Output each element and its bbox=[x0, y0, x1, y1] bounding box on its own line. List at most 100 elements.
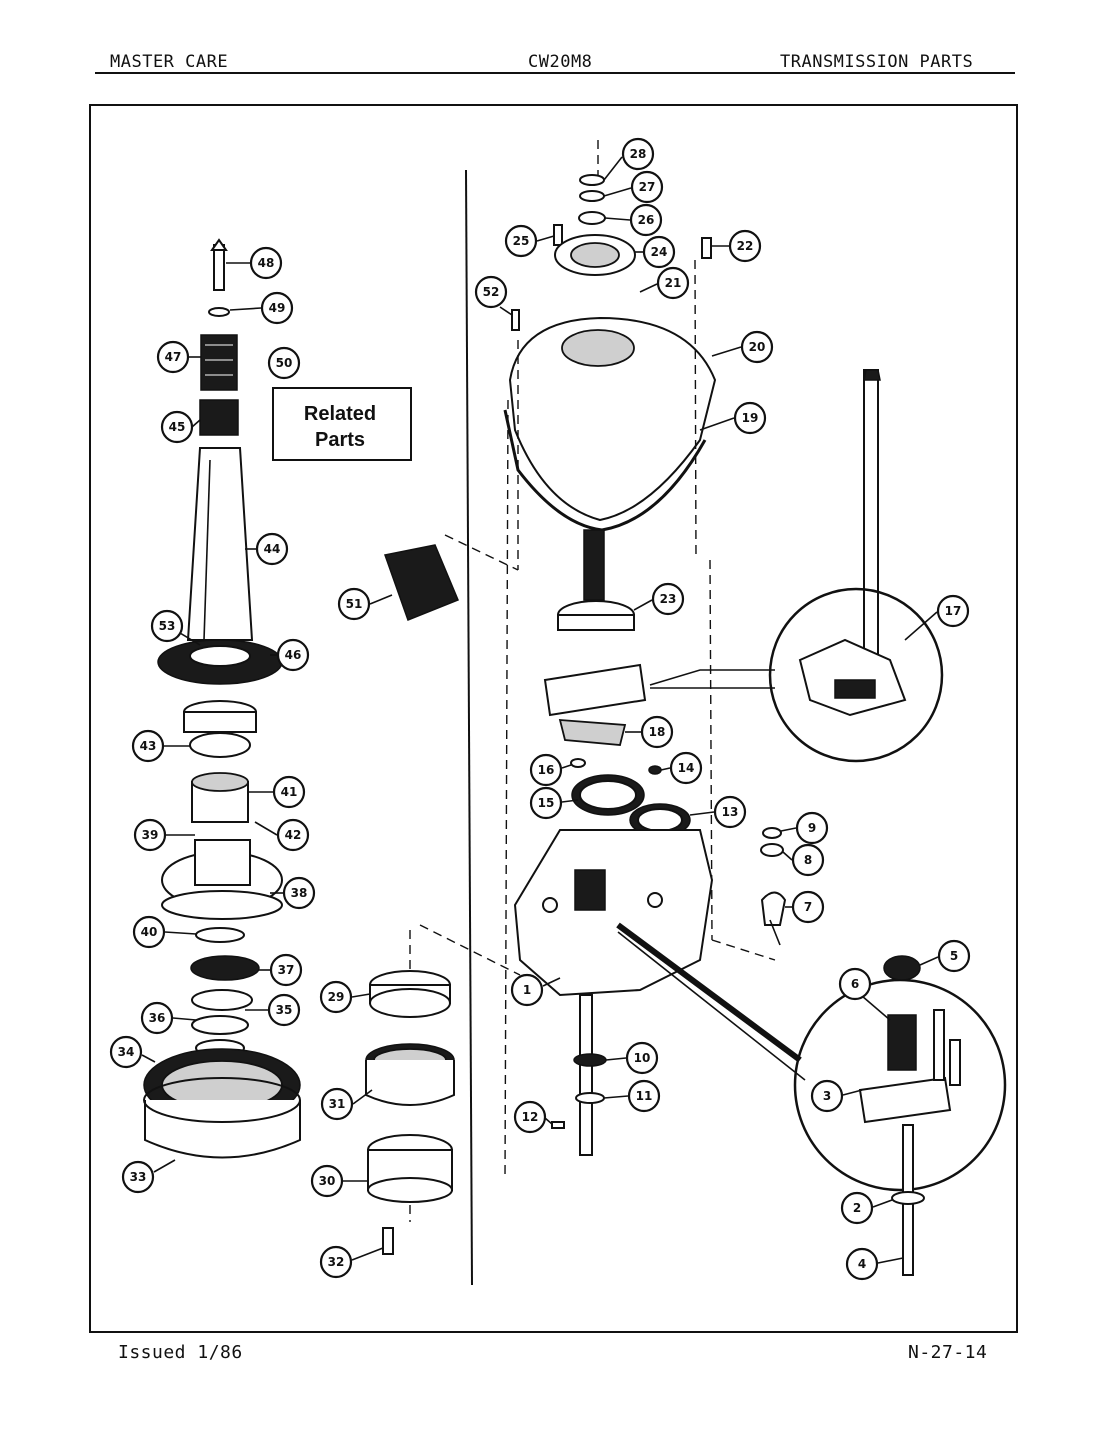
callout-19: 19 bbox=[699, 401, 767, 435]
callout-42: 42 bbox=[254, 818, 310, 852]
callout-29: 29 bbox=[319, 980, 371, 1014]
svg-text:42: 42 bbox=[285, 828, 302, 842]
callout-24: 24 bbox=[635, 235, 676, 269]
svg-text:4: 4 bbox=[858, 1257, 866, 1271]
svg-text:18: 18 bbox=[649, 725, 666, 739]
svg-text:13: 13 bbox=[722, 805, 739, 819]
spin-tube-assembly bbox=[143, 238, 301, 1159]
svg-text:40: 40 bbox=[141, 925, 158, 939]
callout-38: 38 bbox=[270, 876, 316, 910]
svg-text:22: 22 bbox=[737, 239, 754, 253]
callout-8: 8 bbox=[782, 843, 825, 877]
svg-text:41: 41 bbox=[281, 785, 298, 799]
callout-30: 30 bbox=[310, 1164, 368, 1198]
callout-5: 5 bbox=[919, 939, 971, 973]
svg-text:17: 17 bbox=[945, 604, 962, 618]
part-51-shape bbox=[384, 534, 519, 621]
diagram-frame bbox=[89, 104, 1018, 1333]
callout-45: 45 bbox=[160, 410, 201, 444]
svg-text:35: 35 bbox=[276, 1003, 293, 1017]
callout-1: 1 bbox=[510, 973, 561, 1007]
clutch-assembly bbox=[365, 924, 521, 1255]
header-brand: MASTER CARE bbox=[110, 52, 229, 72]
svg-text:5: 5 bbox=[950, 949, 958, 963]
svg-text:47: 47 bbox=[165, 350, 182, 364]
callout-23: 23 bbox=[633, 582, 685, 616]
callout-28-top: 28 bbox=[603, 137, 655, 181]
svg-text:29: 29 bbox=[328, 990, 345, 1004]
callout-46: 46 bbox=[270, 638, 310, 672]
svg-text:12: 12 bbox=[522, 1110, 539, 1124]
callout-22: 22 bbox=[711, 229, 762, 263]
callout-27: 27 bbox=[603, 170, 664, 204]
svg-text:37: 37 bbox=[278, 963, 295, 977]
callout-41: 41 bbox=[248, 775, 306, 809]
callout-52: 52 bbox=[474, 275, 513, 316]
callout-4: 4 bbox=[845, 1247, 904, 1281]
svg-text:6: 6 bbox=[851, 977, 859, 991]
svg-text:11: 11 bbox=[636, 1089, 653, 1103]
callout-50: 50 bbox=[267, 346, 301, 380]
callout-7: 7 bbox=[785, 890, 825, 924]
svg-text:50: 50 bbox=[276, 356, 293, 370]
svg-text:38: 38 bbox=[291, 886, 308, 900]
svg-text:53: 53 bbox=[159, 619, 176, 633]
callout-6: 6 bbox=[838, 967, 891, 1021]
svg-text:8: 8 bbox=[804, 853, 812, 867]
svg-text:31: 31 bbox=[329, 1097, 346, 1111]
svg-text:19: 19 bbox=[742, 411, 759, 425]
callout-53: 53 bbox=[150, 609, 201, 646]
callout-2: 2 bbox=[840, 1191, 893, 1225]
detail-17-inset bbox=[649, 369, 944, 763]
svg-text:10: 10 bbox=[634, 1051, 651, 1065]
svg-text:36: 36 bbox=[149, 1011, 166, 1025]
gearcase-assembly bbox=[503, 140, 787, 1181]
detail-3-inset bbox=[616, 922, 1007, 1276]
callout-34: 34 bbox=[109, 1035, 156, 1069]
svg-text:39: 39 bbox=[142, 828, 159, 842]
svg-text:1: 1 bbox=[523, 983, 531, 997]
callout-37: 37 bbox=[258, 953, 303, 987]
callout-35: 35 bbox=[245, 993, 301, 1027]
callout-44: 44 bbox=[245, 532, 289, 566]
svg-text:30: 30 bbox=[319, 1174, 336, 1188]
callout-47: 47 bbox=[156, 340, 201, 374]
callout-10: 10 bbox=[605, 1041, 659, 1075]
svg-text:9: 9 bbox=[808, 821, 816, 835]
callout-18: 18 bbox=[625, 715, 674, 749]
footer-issue-date: Issued 1/86 bbox=[118, 1342, 243, 1363]
callout-20: 20 bbox=[711, 330, 774, 364]
svg-text:15: 15 bbox=[538, 796, 555, 810]
svg-text:27: 27 bbox=[639, 180, 656, 194]
svg-text:20: 20 bbox=[749, 340, 766, 354]
related-parts-line1: Related bbox=[304, 403, 376, 425]
svg-text:46: 46 bbox=[285, 648, 302, 662]
svg-text:43: 43 bbox=[140, 739, 157, 753]
svg-text:2: 2 bbox=[853, 1201, 861, 1215]
divider-line bbox=[465, 169, 473, 1286]
related-parts-box: Related Parts bbox=[272, 387, 412, 461]
callout-14: 14 bbox=[660, 751, 703, 785]
svg-text:33: 33 bbox=[130, 1170, 147, 1184]
svg-text:3: 3 bbox=[823, 1089, 831, 1103]
related-parts-line2: Parts bbox=[315, 429, 365, 451]
callout-12: 12 bbox=[513, 1100, 553, 1134]
callout-39: 39 bbox=[133, 818, 195, 852]
svg-text:7: 7 bbox=[804, 900, 812, 914]
callout-3: 3 bbox=[810, 1079, 863, 1113]
callout-25: 25 bbox=[504, 224, 555, 258]
callout-49: 49 bbox=[229, 291, 294, 325]
callout-51: 51 bbox=[337, 587, 393, 621]
svg-text:48: 48 bbox=[258, 256, 275, 270]
svg-text:52: 52 bbox=[483, 285, 500, 299]
svg-text:32: 32 bbox=[328, 1255, 345, 1269]
callout-11: 11 bbox=[603, 1079, 661, 1113]
callout-17: 17 bbox=[904, 594, 970, 641]
footer-page-number: N-27-14 bbox=[908, 1342, 988, 1363]
svg-text:44: 44 bbox=[264, 542, 281, 556]
svg-text:45: 45 bbox=[169, 420, 186, 434]
svg-text:21: 21 bbox=[665, 276, 682, 290]
svg-text:49: 49 bbox=[269, 301, 286, 315]
svg-text:26: 26 bbox=[638, 213, 655, 227]
